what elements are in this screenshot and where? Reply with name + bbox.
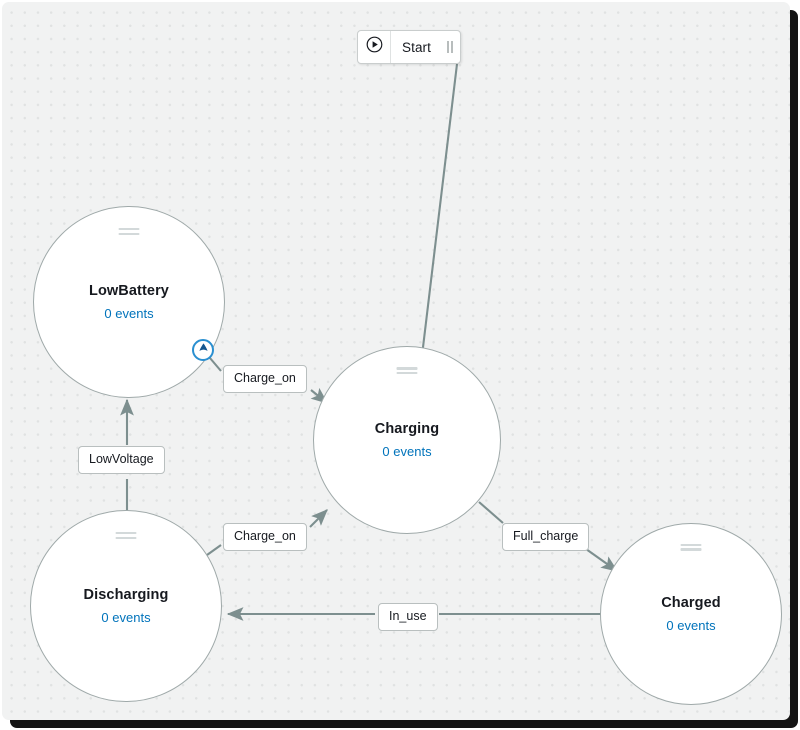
state-event-count[interactable]: 0 events [101,610,151,625]
diagram-canvas[interactable]: Start LowBattery 0 events Charging 0 eve… [2,2,790,720]
edge-label-charge-on-upper[interactable]: Charge_on [223,365,307,393]
state-node-lowbattery[interactable]: LowBattery 0 events [33,206,225,398]
node-grip-icon[interactable] [680,543,702,551]
edge-label-lowvoltage[interactable]: LowVoltage [78,446,165,474]
node-grip-icon[interactable] [396,367,418,375]
state-event-count[interactable]: 0 events [666,618,716,633]
state-event-count[interactable]: 0 events [104,306,154,321]
connector-handle[interactable] [192,339,214,361]
edge-label-full-charge[interactable]: Full_charge [502,523,590,551]
node-grip-icon[interactable] [118,227,140,235]
edge-label-to-charging-lower [309,509,328,528]
play-circle-icon [366,36,383,58]
connector-arrow-icon [197,341,210,359]
pause-bar-right [451,41,453,53]
state-title: LowBattery [89,283,169,299]
node-grip-icon[interactable] [115,531,137,539]
pause-bar-left [447,41,449,53]
state-title: Charging [374,421,440,437]
edge-discharging-to-label-lower [206,544,222,556]
state-node-charging[interactable]: Charging 0 events [313,346,501,534]
start-node[interactable]: Start [357,30,461,64]
state-event-count[interactable]: 0 events [382,444,432,459]
state-node-discharging[interactable]: Discharging 0 events [30,510,222,702]
state-title: Charged [661,595,721,611]
state-node-charged[interactable]: Charged 0 events [600,523,782,705]
start-play-icon-cell[interactable] [358,31,391,63]
edge-charging-to-fullcharge-label [478,501,504,524]
edge-label-charge-on-lower[interactable]: Charge_on [223,523,307,551]
state-title: Discharging [83,587,169,603]
edge-start-to-charging [415,63,459,366]
edge-label-in-use[interactable]: In_use [378,603,438,631]
pause-icon[interactable] [440,31,460,63]
start-label: Start [401,39,431,55]
